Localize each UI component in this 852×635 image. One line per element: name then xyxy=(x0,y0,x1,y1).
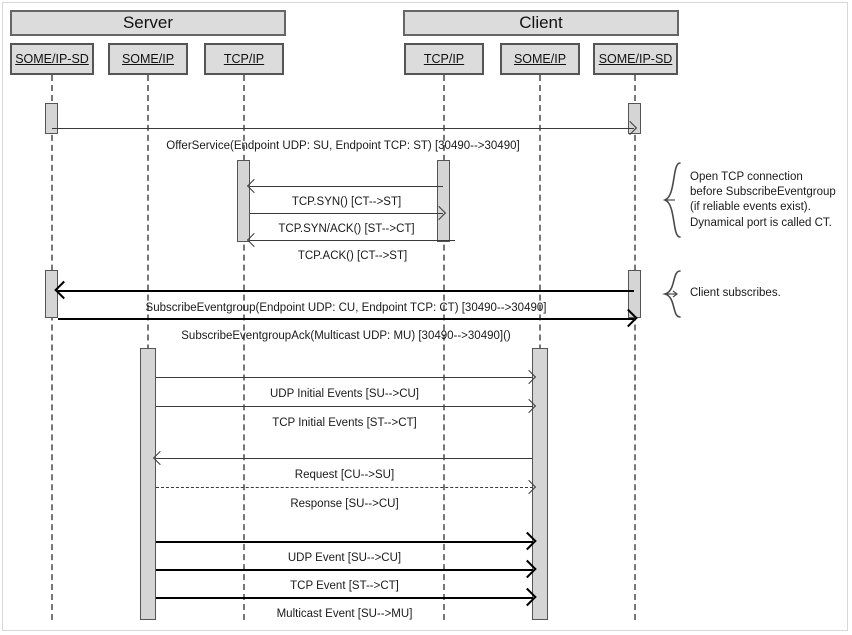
message-tcp-syn-ack[interactable]: TCP.SYN/ACK() [ST-->CT] xyxy=(250,205,447,239)
message-line xyxy=(250,186,443,187)
message-label: SubscribeEventgroupAck(Multicast UDP: MU… xyxy=(181,330,511,342)
message-line xyxy=(156,458,533,459)
message-udp-initial-events[interactable]: UDP Initial Events [SU-->CU] xyxy=(156,369,537,404)
group-label-server: Server xyxy=(122,13,174,32)
activation-client-someip-events xyxy=(532,348,548,620)
message-line xyxy=(58,290,634,292)
note-tcp-connection: Open TCP connection before SubscribeEven… xyxy=(690,170,836,231)
lifeline-label-client-someip: SOME/IP xyxy=(513,52,567,66)
lifeline-server-tcpip xyxy=(243,75,245,620)
message-tcp-syn[interactable]: TCP.SYN() [CT-->ST] xyxy=(246,178,443,212)
message-label: TCP Event [ST-->CT] xyxy=(290,580,399,592)
activation-server-sd-subscribe xyxy=(45,270,58,318)
message-line xyxy=(156,406,533,407)
message-label: UDP Event [SU-->CU] xyxy=(287,552,402,564)
note-client-subscribes: Client subscribes. xyxy=(690,286,781,301)
message-multicast-event[interactable]: Multicast Event [SU-->MU] xyxy=(156,587,537,624)
message-response[interactable]: Response [SU-->CU] xyxy=(156,479,537,514)
message-label: Response [SU-->CU] xyxy=(290,498,399,510)
message-line xyxy=(250,240,455,241)
message-line xyxy=(156,377,533,378)
activation-client-sd-subscribe xyxy=(628,270,641,318)
activation-client-tcpip-handshake xyxy=(437,160,450,242)
group-header-server: Server xyxy=(10,10,286,36)
message-label: TCP.SYN() [CT-->ST] xyxy=(291,196,402,208)
lifeline-label-client-tcpip: TCP/IP xyxy=(423,52,465,66)
message-line xyxy=(156,597,533,599)
message-tcp-initial-events[interactable]: TCP Initial Events [ST-->CT] xyxy=(156,398,537,433)
message-subscribe-eventgroup[interactable]: SubscribeEventgroup(Endpoint UDP: CU, En… xyxy=(54,280,634,318)
lifeline-server-someip xyxy=(147,75,149,620)
message-line xyxy=(250,213,443,214)
lifeline-label-server-sd: SOME/IP-SD xyxy=(15,52,89,66)
message-request[interactable]: Request [CU-->SU] xyxy=(152,450,533,485)
lifeline-head-server-someip[interactable]: SOME/IP xyxy=(108,43,188,75)
note-line: before SubscribeEventgroup xyxy=(690,186,836,199)
brace-subscribe-note-icon xyxy=(662,270,684,318)
lifeline-head-client-tcpip[interactable]: TCP/IP xyxy=(404,43,484,75)
message-line xyxy=(156,541,533,543)
message-line xyxy=(58,318,634,320)
message-label: SubscribeEventgroup(Endpoint UDP: CU, En… xyxy=(145,302,547,314)
message-label: Request [CU-->SU] xyxy=(294,469,395,481)
message-label: TCP Initial Events [ST-->CT] xyxy=(272,417,417,429)
message-line xyxy=(156,487,533,488)
message-subscribe-eventgroup-ack[interactable]: SubscribeEventgroupAck(Multicast UDP: MU… xyxy=(58,308,638,346)
note-line: Dynamical port is called CT. xyxy=(690,216,832,229)
message-label: UDP Initial Events [SU-->CU] xyxy=(269,388,419,400)
group-header-client: Client xyxy=(403,10,679,36)
message-label: OfferService(Endpoint UDP: SU, Endpoint … xyxy=(166,140,520,152)
note-line: (if reliable events exist). xyxy=(690,201,811,214)
message-offer-service[interactable]: OfferService(Endpoint UDP: SU, Endpoint … xyxy=(52,120,638,156)
activation-client-sd-offer xyxy=(628,103,641,134)
message-tcp-ack[interactable]: TCP.ACK() [CT-->ST] xyxy=(246,232,455,266)
lifeline-client-someip xyxy=(539,75,541,620)
lifeline-head-server-sd[interactable]: SOME/IP-SD xyxy=(10,43,94,75)
message-label: TCP.SYN/ACK() [ST-->CT] xyxy=(278,223,415,235)
lifeline-head-client-sd[interactable]: SOME/IP-SD xyxy=(593,43,678,75)
lifeline-head-server-tcpip[interactable]: TCP/IP xyxy=(204,43,284,75)
message-tcp-event[interactable]: TCP Event [ST-->CT] xyxy=(156,559,537,596)
message-line xyxy=(52,128,634,129)
message-line xyxy=(156,569,533,571)
lifeline-head-client-someip[interactable]: SOME/IP xyxy=(500,43,580,75)
message-label: TCP.ACK() [CT-->ST] xyxy=(297,250,408,262)
note-line: Open TCP connection xyxy=(690,171,803,183)
lifeline-label-server-tcpip: TCP/IP xyxy=(223,52,265,66)
lifeline-label-client-sd: SOME/IP-SD xyxy=(598,52,673,66)
note-line: Client subscribes. xyxy=(690,287,781,299)
message-label: Multicast Event [SU-->MU] xyxy=(276,608,413,620)
lifeline-server-sd xyxy=(51,75,53,620)
lifeline-client-tcpip xyxy=(443,75,445,620)
group-label-client: Client xyxy=(519,13,563,32)
activation-server-tcpip-handshake xyxy=(237,160,250,242)
lifeline-client-sd xyxy=(634,75,636,620)
activation-server-sd-offer xyxy=(45,103,58,134)
activation-server-someip-events xyxy=(140,348,156,620)
brace-tcp-note-icon xyxy=(662,162,684,238)
lifeline-label-server-someip: SOME/IP xyxy=(121,52,175,66)
message-udp-event[interactable]: UDP Event [SU-->CU] xyxy=(156,531,537,568)
